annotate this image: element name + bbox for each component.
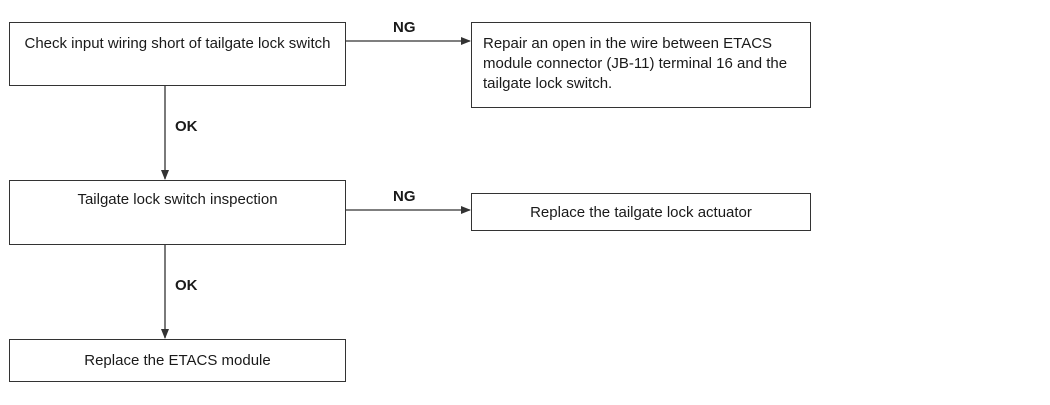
step-replace-etacs-text: Replace the ETACS module [84, 352, 271, 369]
label-ng-2: NG [393, 188, 416, 205]
step-switch-inspection: Tailgate lock switch inspection [9, 180, 346, 245]
step-replace-actuator-text: Replace the tailgate lock actuator [530, 204, 752, 221]
label-ng-1: NG [393, 19, 416, 36]
step-check-input-wiring: Check input wiring short of tailgate loc… [9, 22, 346, 86]
step-replace-actuator: Replace the tailgate lock actuator [471, 193, 811, 231]
step-replace-etacs: Replace the ETACS module [9, 339, 346, 382]
step-check-input-wiring-text: Check input wiring short of tailgate loc… [24, 35, 331, 52]
label-ok-2: OK [175, 277, 198, 294]
step-switch-inspection-text: Tailgate lock switch inspection [77, 191, 278, 208]
step-repair-open-wire-text: Repair an open in the wire between ETACS… [483, 35, 788, 92]
step-repair-open-wire: Repair an open in the wire between ETACS… [471, 22, 811, 108]
label-ok-1: OK [175, 118, 198, 135]
